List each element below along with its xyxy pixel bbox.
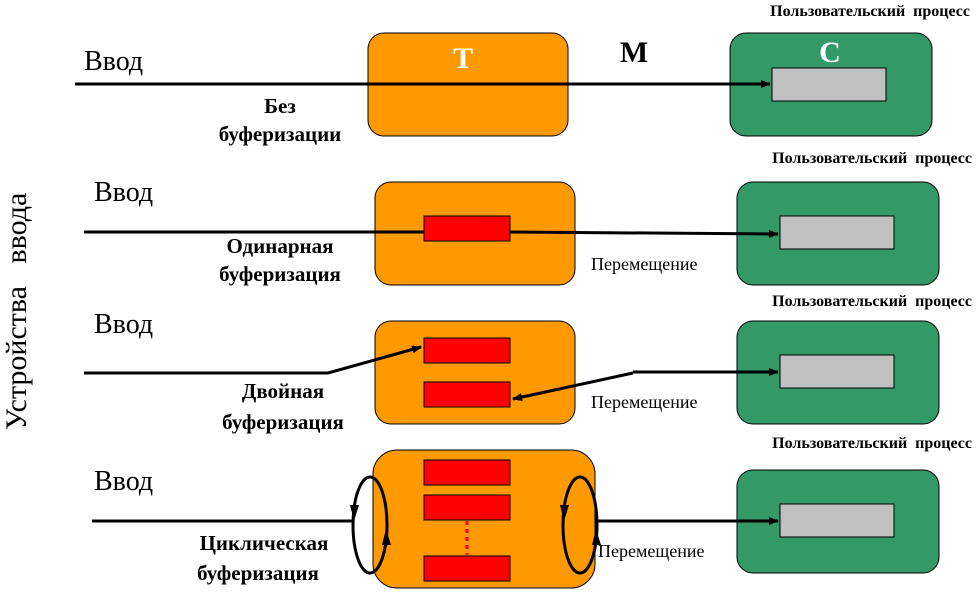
mode-label-line2: буферизация [222, 410, 344, 434]
move-arrow [509, 229, 779, 238]
input-label: Ввод [94, 177, 153, 208]
buffer-n [423, 555, 511, 582]
mode-label-line2: буферизация [219, 262, 341, 286]
input-label: Ввод [94, 309, 153, 340]
side-label: Устройства ввода [0, 193, 33, 430]
label-M: М [620, 36, 648, 69]
kernel-area [374, 320, 576, 425]
process-title: Пользовательский процесс [772, 293, 972, 310]
label-C: С [819, 36, 841, 69]
cycle-arrowhead-right-2 [560, 505, 569, 521]
mode-label-line1: Двойная [242, 379, 324, 403]
buffer [423, 215, 511, 242]
cycle-arrowhead-right [592, 529, 601, 545]
user-area [771, 67, 887, 102]
mode-label-line1: Одинарная [226, 234, 333, 258]
cycle-loop-left [351, 475, 389, 575]
move-label: Перемещение [591, 392, 697, 412]
cycle-arrowhead-left [382, 529, 391, 545]
process-title: Пользовательский процесс [772, 435, 972, 452]
row-double-buffering: Пользовательский процесс Ввод Перемещени… [84, 293, 972, 434]
cycle-arrowhead-left-2 [350, 505, 359, 521]
move-arrow-in [512, 371, 634, 402]
cycle-loop-right [561, 475, 599, 575]
buffer-1 [423, 337, 511, 364]
user-area [779, 503, 895, 538]
row-circular-buffering: Пользовательский процесс Ввод Перемещени… [92, 435, 972, 589]
mode-label-line2: буферизация [197, 561, 319, 585]
input-arrow [84, 345, 422, 375]
buffer-1 [423, 459, 511, 486]
move-label: Перемещение [591, 254, 697, 274]
move-label: Перемещение [598, 541, 704, 561]
input-label: Ввод [94, 466, 153, 497]
row-single-buffering: Пользовательский процесс Ввод Перемещени… [84, 150, 972, 286]
buffer-2 [423, 494, 511, 521]
buffer-2 [423, 381, 511, 408]
process-title: Пользовательский процесс [770, 3, 970, 20]
label-T: Т [453, 42, 473, 75]
user-area [779, 354, 895, 389]
mode-label-line1: Циклическая [200, 531, 329, 555]
process-title: Пользовательский процесс [772, 150, 972, 167]
user-area [779, 215, 895, 250]
row-no-buffering: Т М С Пользовательский процесс Ввод Без … [75, 3, 970, 146]
mode-label-line2: буферизации [219, 122, 342, 146]
mode-label-line1: Без [264, 94, 296, 118]
input-label: Ввод [84, 46, 143, 77]
